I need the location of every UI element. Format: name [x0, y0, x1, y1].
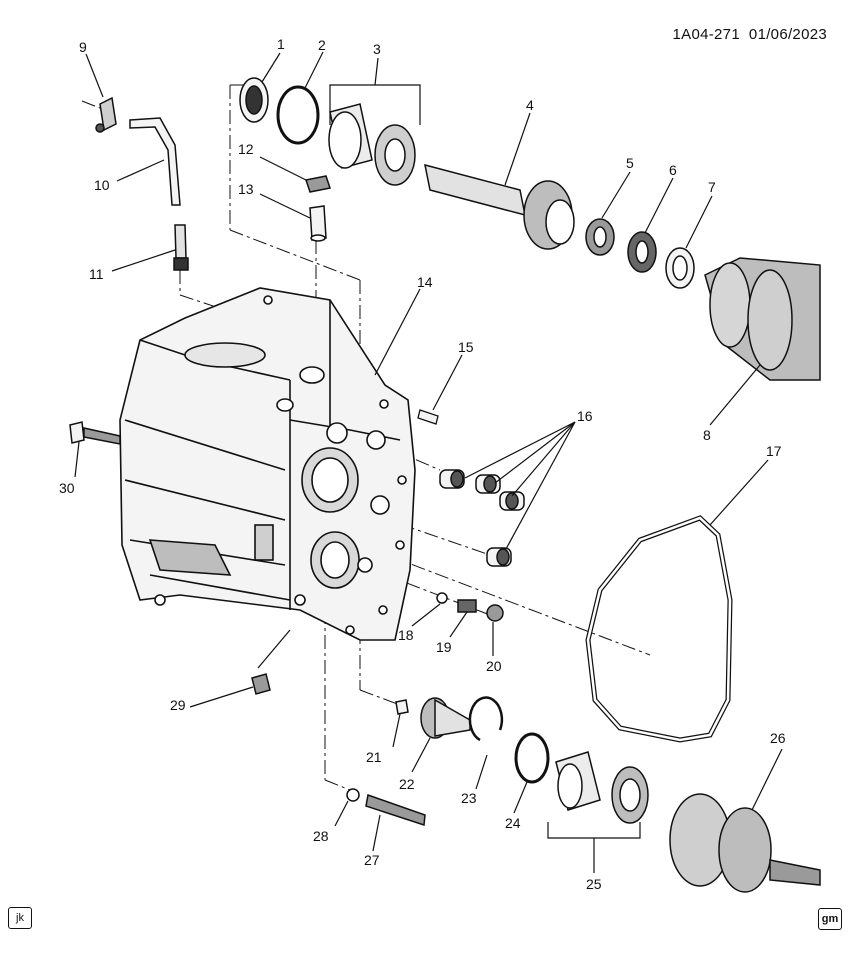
vent-and-hose — [95, 96, 189, 271]
bearing-snap-ring — [276, 85, 320, 145]
callout-labels: 1 2 3 4 5 6 7 8 9 10 11 12 13 14 15 16 1… — [59, 36, 786, 892]
input-oil-seal — [239, 77, 269, 123]
callout-13: 13 — [238, 181, 254, 197]
callout-16: 16 — [577, 408, 593, 424]
plug-and-pin — [305, 175, 331, 242]
callout-24: 24 — [505, 815, 521, 831]
callout-7: 7 — [708, 179, 716, 195]
bushings — [439, 469, 525, 567]
jk-badge: jk — [8, 907, 32, 929]
callout-26: 26 — [770, 730, 786, 746]
diagram-date: 01/06/2023 — [748, 26, 827, 43]
callout-1: 1 — [277, 36, 285, 52]
callout-20: 20 — [486, 658, 502, 674]
countershaft-bearing-parts — [395, 696, 649, 824]
diagram-reference: 1A04-271 01/06/2023 — [673, 26, 827, 43]
gm-logo: gm — [818, 908, 842, 930]
callout-4: 4 — [526, 97, 534, 113]
callout-9: 9 — [79, 39, 87, 55]
callout-23: 23 — [461, 790, 477, 806]
detent-parts — [436, 592, 504, 622]
callout-12: 12 — [238, 141, 254, 157]
callout-leaders — [74, 51, 783, 873]
transmission-case — [119, 287, 416, 641]
callout-21: 21 — [366, 749, 382, 765]
callout-2: 2 — [318, 37, 326, 53]
case-gasket — [585, 515, 733, 743]
dowel-pin — [417, 409, 439, 425]
diagram-code: 1A04-271 — [672, 26, 740, 43]
drain-plug — [251, 673, 271, 695]
callout-28: 28 — [313, 828, 329, 844]
callout-14: 14 — [417, 274, 433, 290]
callout-8: 8 — [703, 427, 711, 443]
callout-17: 17 — [766, 443, 782, 459]
mainshaft-gears — [704, 257, 821, 381]
callout-27: 27 — [364, 852, 380, 868]
callout-15: 15 — [458, 339, 474, 355]
callout-5: 5 — [626, 155, 634, 171]
callout-6: 6 — [669, 162, 677, 178]
callout-19: 19 — [436, 639, 452, 655]
callout-10: 10 — [94, 177, 110, 193]
shift-shaft — [346, 788, 426, 827]
callout-18: 18 — [398, 627, 414, 643]
needle-bearing — [585, 218, 615, 256]
callout-3: 3 — [373, 41, 381, 57]
input-bearing — [328, 103, 416, 186]
countershaft — [669, 793, 821, 893]
callout-29: 29 — [170, 697, 186, 713]
callout-11: 11 — [89, 266, 104, 282]
thrust-washers — [627, 231, 695, 289]
callout-30: 30 — [59, 480, 75, 496]
callout-22: 22 — [399, 776, 415, 792]
case-bolt — [69, 421, 121, 445]
input-shaft — [424, 163, 575, 250]
callout-25: 25 — [586, 876, 602, 892]
